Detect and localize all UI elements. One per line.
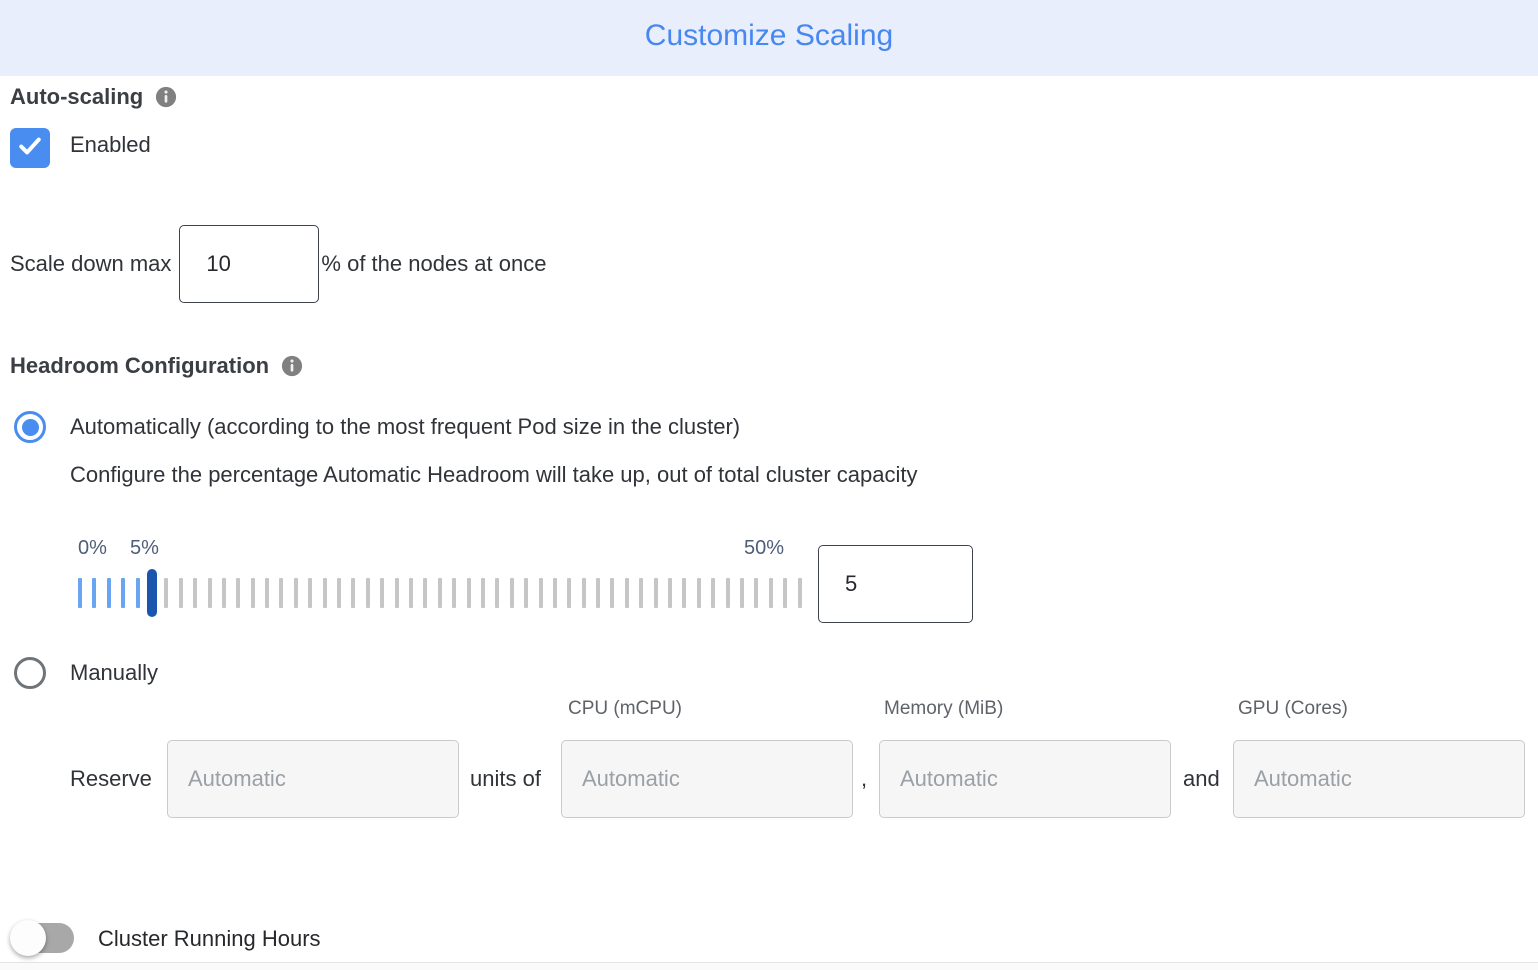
reserve-cpu-input[interactable] (561, 740, 853, 818)
slider-tick (236, 578, 241, 608)
headroom-slider-thumb[interactable] (147, 569, 157, 617)
slider-tick (164, 578, 169, 608)
slider-tick (322, 578, 327, 608)
slider-tick (639, 578, 644, 608)
headroom-automatic-radio[interactable] (14, 411, 46, 443)
slider-current-label: 5% (130, 537, 159, 559)
slider-tick (221, 578, 226, 608)
slider-tick (567, 578, 572, 608)
slider-tick (452, 578, 457, 608)
slider-tick (121, 578, 126, 608)
slider-tick (408, 578, 413, 608)
scale-down-suffix-label: % of the nodes at once (321, 251, 547, 276)
reserve-count-input[interactable] (167, 740, 459, 818)
bottom-area (0, 963, 1538, 970)
slider-tick (610, 578, 615, 608)
slider-tick (624, 578, 629, 608)
headroom-automatic-row: Automatically (according to the most fre… (14, 411, 740, 443)
reserve-memory-input[interactable] (879, 740, 1171, 818)
auto-scaling-section-header: Auto-scaling (10, 84, 177, 110)
memory-column-header: Memory (MiB) (884, 698, 1004, 719)
slider-tick (552, 578, 557, 608)
autoscaling-enabled-checkbox[interactable] (10, 128, 50, 168)
headroom-percentage-input[interactable] (818, 545, 973, 623)
slider-tick (437, 578, 442, 608)
page-title: Customize Scaling (644, 19, 894, 52)
slider-tick (380, 578, 385, 608)
slider-tick (797, 578, 802, 608)
slider-tick (178, 578, 183, 608)
autoscaling-enabled-row: Enabled (10, 128, 151, 168)
radio-dot (21, 418, 39, 436)
info-icon[interactable] (281, 355, 303, 377)
gpu-column-header: GPU (Cores) (1238, 698, 1348, 719)
slider-max-label: 50% (744, 537, 785, 559)
slider-tick (768, 578, 773, 608)
autoscaling-enabled-label: Enabled (70, 132, 151, 157)
slider-tick (92, 578, 97, 608)
headroom-automatic-label: Automatically (according to the most fre… (70, 414, 741, 439)
slider-tick (596, 578, 601, 608)
slider-tick (754, 578, 759, 608)
headroom-section-header: Headroom Configuration (10, 353, 303, 379)
info-icon[interactable] (155, 86, 177, 108)
slider-tick (581, 578, 586, 608)
headroom-section-label: Headroom Configuration (10, 353, 270, 378)
slider-tick (653, 578, 658, 608)
cluster-running-hours-label: Cluster Running Hours (98, 926, 321, 951)
slider-tick (668, 578, 673, 608)
slider-tick (466, 578, 471, 608)
units-of-label: units of (470, 766, 541, 791)
slider-tick (193, 578, 198, 608)
cpu-column-header: CPU (mCPU) (568, 698, 682, 719)
slider-tick (337, 578, 342, 608)
scale-down-row: Scale down max % of the nodes at once (10, 225, 546, 303)
headroom-slider-track[interactable] (78, 578, 802, 608)
headroom-automatic-description: Configure the percentage Automatic Headr… (70, 462, 918, 487)
slider-tick (423, 578, 428, 608)
slider-tick (207, 578, 212, 608)
reserve-label: Reserve (70, 766, 152, 791)
slider-tick (495, 578, 500, 608)
slider-tick (538, 578, 543, 608)
slider-tick (480, 578, 485, 608)
slider-tick (739, 578, 744, 608)
slider-tick (711, 578, 716, 608)
headroom-manual-label: Manually (70, 660, 159, 685)
slider-tick (524, 578, 529, 608)
checkmark-icon (16, 132, 44, 165)
slider-tick (509, 578, 514, 608)
slider-tick (279, 578, 284, 608)
slider-tick (106, 578, 111, 608)
slider-tick (250, 578, 255, 608)
bottom-divider (0, 962, 1538, 963)
slider-tick (351, 578, 356, 608)
slider-tick (293, 578, 298, 608)
slider-tick (135, 578, 140, 608)
slider-tick (696, 578, 701, 608)
toggle-knob (10, 920, 46, 956)
slider-tick (78, 578, 82, 608)
slider-tick (365, 578, 370, 608)
reserve-gpu-input[interactable] (1233, 740, 1525, 818)
auto-scaling-section-label: Auto-scaling (10, 84, 144, 109)
slider-tick (682, 578, 687, 608)
slider-tick (394, 578, 399, 608)
slider-min-label: 0% (78, 537, 107, 559)
slider-tick (783, 578, 788, 608)
cluster-running-hours-toggle[interactable] (10, 920, 74, 956)
scale-down-max-input[interactable] (179, 225, 320, 303)
and-separator: and (1183, 766, 1220, 791)
headroom-manual-row: Manually (14, 657, 158, 689)
slider-tick (265, 578, 270, 608)
header-bar: Customize Scaling (0, 0, 1538, 76)
scale-down-prefix-label: Scale down max (10, 251, 172, 276)
slider-tick (725, 578, 730, 608)
headroom-value-box (818, 545, 973, 623)
slider-tick (308, 578, 313, 608)
comma-separator: , (861, 766, 868, 791)
headroom-manual-radio[interactable] (14, 657, 46, 689)
